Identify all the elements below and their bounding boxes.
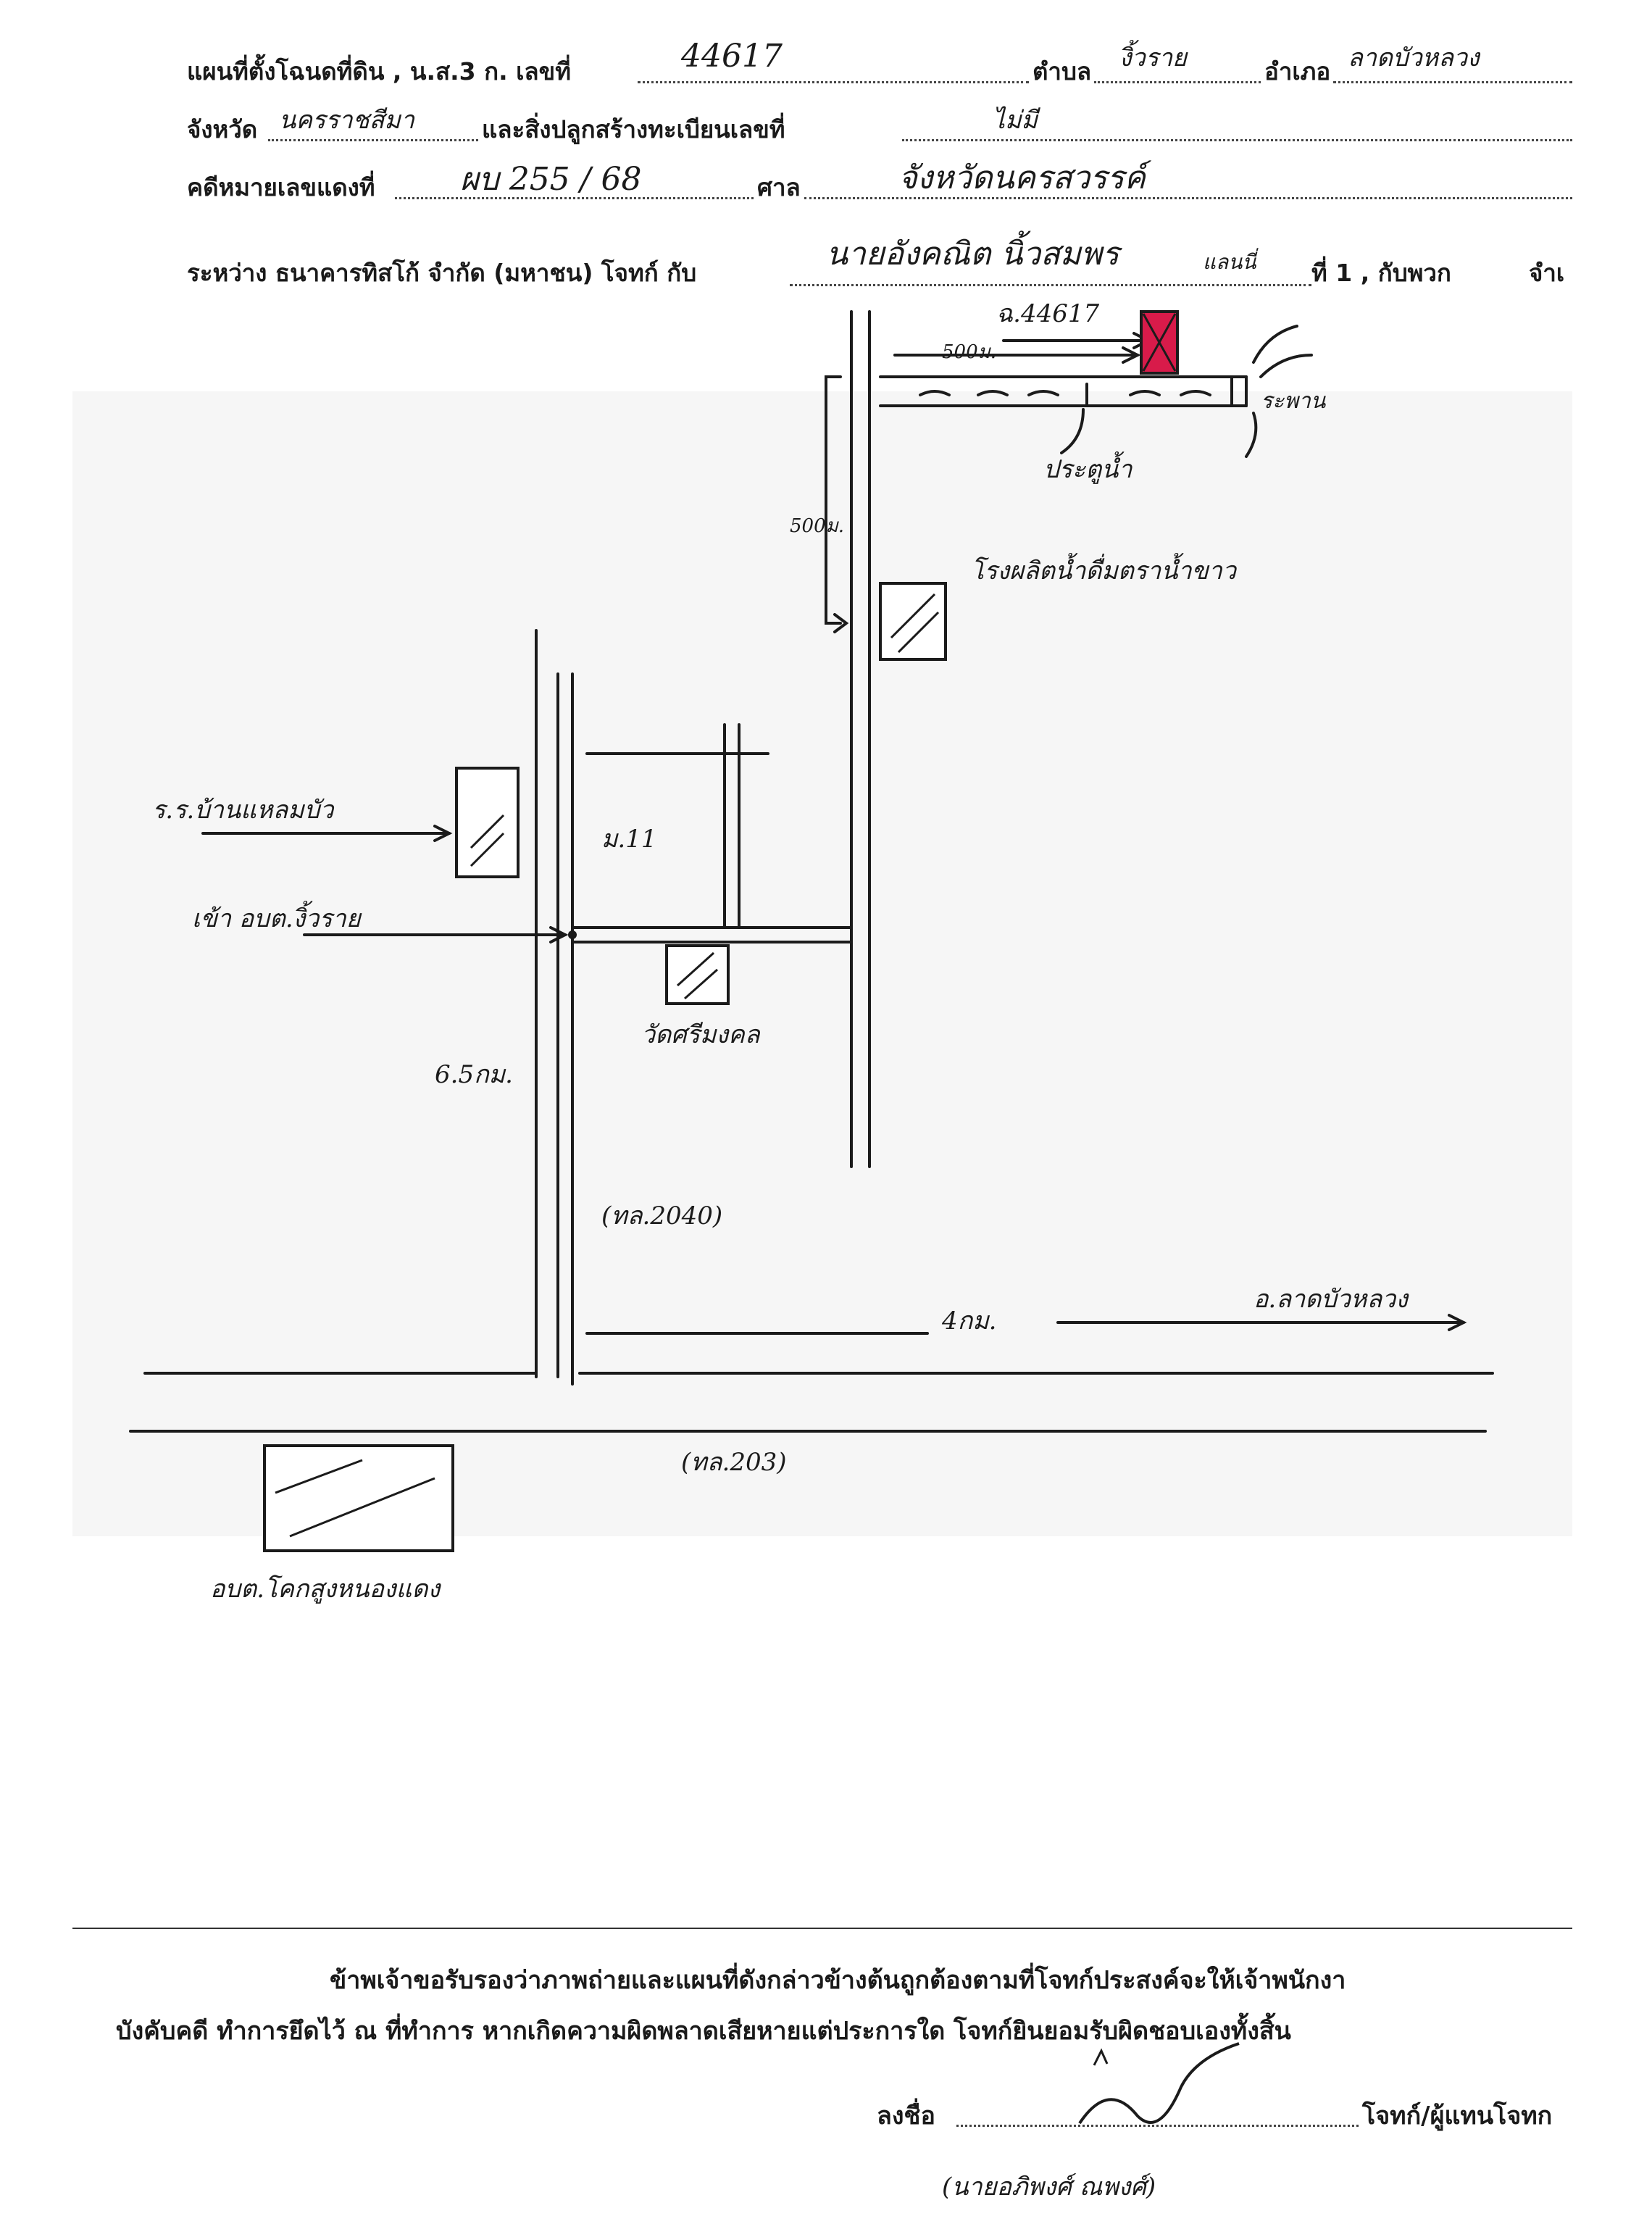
gate-label: ประตูน้ำ <box>1043 455 1132 484</box>
label-district: อำเภอ <box>1264 57 1331 86</box>
certification-line-1: ข้าพเจ้าขอรับรองว่าภาพถ่ายและแผนที่ดังกล… <box>330 1966 1346 1995</box>
deed-number: 44617 <box>681 38 783 75</box>
defendant-note: แลนนี่ <box>1203 250 1256 274</box>
dotted-building <box>902 139 1572 141</box>
scan-background <box>72 391 1572 1536</box>
dotted-court <box>804 197 1572 199</box>
distance-mid: 500ม. <box>790 515 845 537</box>
district-value: ลาดบัวหลวง <box>1348 43 1480 72</box>
dimension-500-mid <box>825 375 842 625</box>
parcel-label: ฉ.44617 <box>996 299 1100 328</box>
building-value: ไม่มี <box>993 106 1038 135</box>
sign-label: ลงชื่อ <box>877 2101 935 2130</box>
road-2040-label: (ทล.2040) <box>601 1201 723 1230</box>
label-defendant-no: ที่ 1 , กับพวก <box>1311 259 1451 287</box>
label-subdistrict: ตำบล <box>1032 57 1092 86</box>
dotted-province <box>268 139 478 141</box>
distance-road: 6.5กม. <box>435 1060 513 1089</box>
bottom-office-label: อบต.โคกสูงหนองแดง <box>210 1575 441 1604</box>
dotted-defendant <box>790 284 1311 286</box>
temple-label: วัดศรีมงคล <box>641 1020 760 1049</box>
label-province: จังหวัด <box>187 115 258 143</box>
label-map-deed: แผนที่ตั้งโฉนดที่ดิน , น.ส.3 ก. เลขที่ <box>187 57 571 86</box>
signature-dotted-line <box>956 2125 1359 2127</box>
signer-name: (นายอภิพงศ์ ณพงศ์) <box>942 2173 1156 2201</box>
court-value: จังหวัดนครสวรรค์ <box>898 159 1146 196</box>
factory-label: โรงผลิตน้ำดื่มตราน้ำขาว <box>971 557 1236 586</box>
label-court: ศาล <box>757 173 801 201</box>
school-label: ร.ร.บ้านแหลมบัว <box>152 796 334 825</box>
defendant-name: นายอังคณิต นิ้วสมพร <box>826 236 1119 272</box>
label-between: ระหว่าง ธนาคารทิสโก้ จำกัด (มหาชน) โจทก์… <box>187 259 697 287</box>
canal-label: ระพาน <box>1261 388 1326 414</box>
distance-4km: 4กม. <box>942 1307 997 1336</box>
moo-label: ม.11 <box>601 825 657 854</box>
province-value: นครราชสีมา <box>279 106 414 135</box>
road-203-label: (ทล.203) <box>681 1448 787 1477</box>
subdistrict-value: งิ้วราย <box>1119 43 1187 72</box>
certification-rule <box>72 1928 1572 1929</box>
certification-line-2: บังคับคดี ทำการยึดไว้ ณ ที่ทำการ หากเกิด… <box>116 2017 1291 2046</box>
distance-top: 500ม. <box>942 341 997 363</box>
header-line-1: แผนที่ตั้งโฉนดที่ดิน , น.ส.3 ก. เลขที่ <box>187 52 571 91</box>
dotted-subdistrict <box>1094 81 1261 83</box>
factory-box <box>879 582 947 661</box>
office-label: เข้า อบต.งิ้วราย <box>192 904 361 933</box>
dotted-case <box>395 197 754 199</box>
temple-box <box>665 944 730 1005</box>
dotted-district <box>1333 81 1572 83</box>
dotted-deed <box>638 81 1029 83</box>
label-case: คดีหมายเลขแดงที่ <box>187 173 375 201</box>
label-trailing: จำเ <box>1529 259 1565 287</box>
school-box <box>455 767 520 878</box>
sign-role: โจทก์/ผู้แทนโจทก <box>1362 2101 1553 2130</box>
signature <box>1078 2042 1240 2125</box>
case-number: ผบ 255 / 68 <box>460 161 642 198</box>
gate-pointer <box>1060 408 1085 454</box>
label-building: และสิ่งปลูกสร้างทะเบียนเลขที่ <box>482 115 785 143</box>
destination-label: อ.ลาดบัวหลวง <box>1253 1285 1408 1314</box>
